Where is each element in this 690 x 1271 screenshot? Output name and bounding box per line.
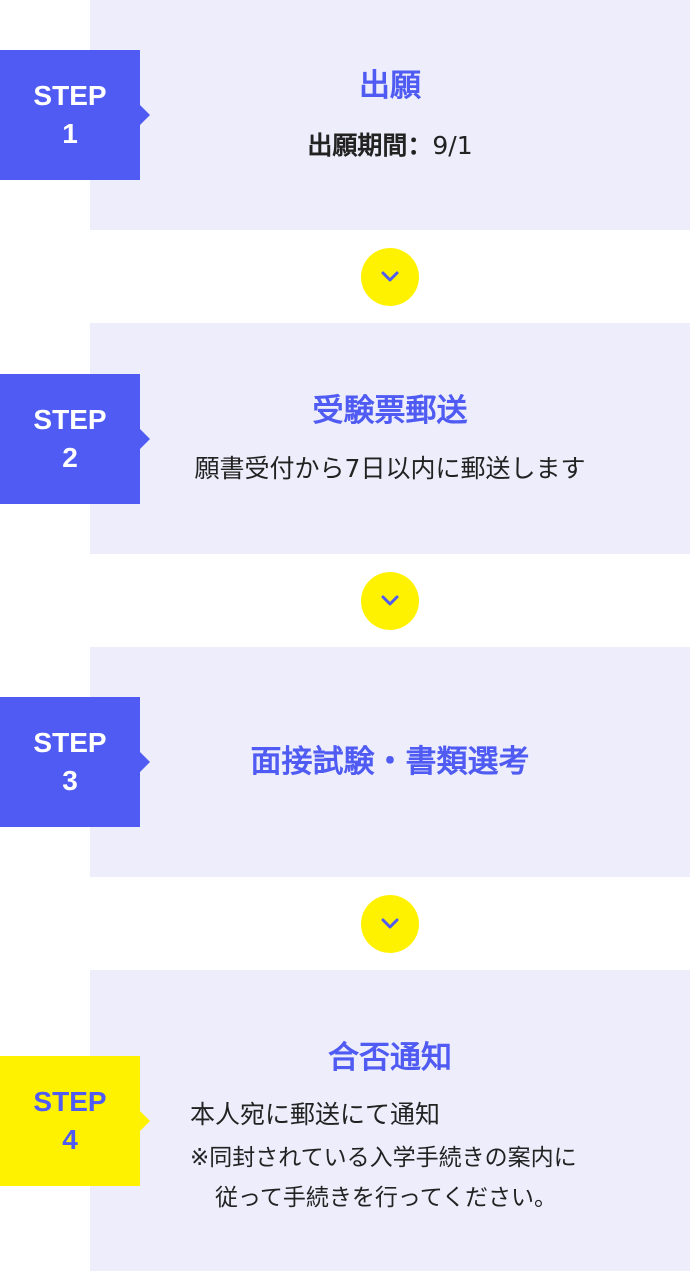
step-4-line-1: 本人宛に郵送にて通知: [190, 1100, 441, 1129]
step-3-title: 面接試験・書類選考: [250, 744, 530, 780]
step-1-period-label: 出願期間：: [307, 131, 433, 160]
step-4-badge-word: STEP: [33, 1086, 107, 1117]
step-3-badge: STEP 3: [0, 697, 150, 827]
step-2-badge-number: 2: [62, 442, 78, 473]
step-1-badge-number: 1: [62, 118, 78, 149]
step-4-card: 合否通知 本人宛に郵送にて通知 ※同封されている入学手続きの案内に 従って手続き…: [90, 970, 690, 1271]
step-1-card: 出願 出願期間：9/1: [90, 0, 690, 230]
step-4-badge-number: 4: [62, 1124, 78, 1155]
step-3-badge-word: STEP: [33, 727, 107, 758]
step-arrow-2: [361, 572, 419, 630]
step-4-line-2: ※同封されている入学手続きの案内に: [190, 1145, 577, 1171]
step-1-title: 出願: [359, 68, 421, 104]
chevron-down-icon: [381, 918, 399, 929]
step-2-badge: STEP 2: [0, 374, 150, 504]
step-1-period-value: 9/1: [432, 131, 473, 160]
step-3-badge-number: 3: [62, 765, 78, 796]
step-4-line-3: 従って手続きを行ってください。: [215, 1185, 558, 1211]
chevron-down-icon: [381, 595, 399, 606]
step-2-text: 願書受付から7日以内に郵送します: [194, 454, 586, 483]
step-2-card: 受験票郵送 願書受付から7日以内に郵送します: [90, 323, 690, 554]
step-arrow-1: [361, 248, 419, 306]
step-arrow-3: [361, 895, 419, 953]
step-3-card: 面接試験・書類選考: [90, 647, 690, 877]
step-2-title: 受験票郵送: [312, 393, 468, 429]
step-1-badge: STEP 1: [0, 50, 150, 180]
step-4-badge: STEP 4: [0, 1056, 150, 1186]
step-2-badge-word: STEP: [33, 404, 107, 435]
chevron-down-icon: [381, 271, 399, 282]
step-1-period: 出願期間：9/1: [90, 130, 690, 162]
step-4-title: 合否通知: [328, 1040, 452, 1076]
step-1-badge-word: STEP: [33, 80, 107, 111]
